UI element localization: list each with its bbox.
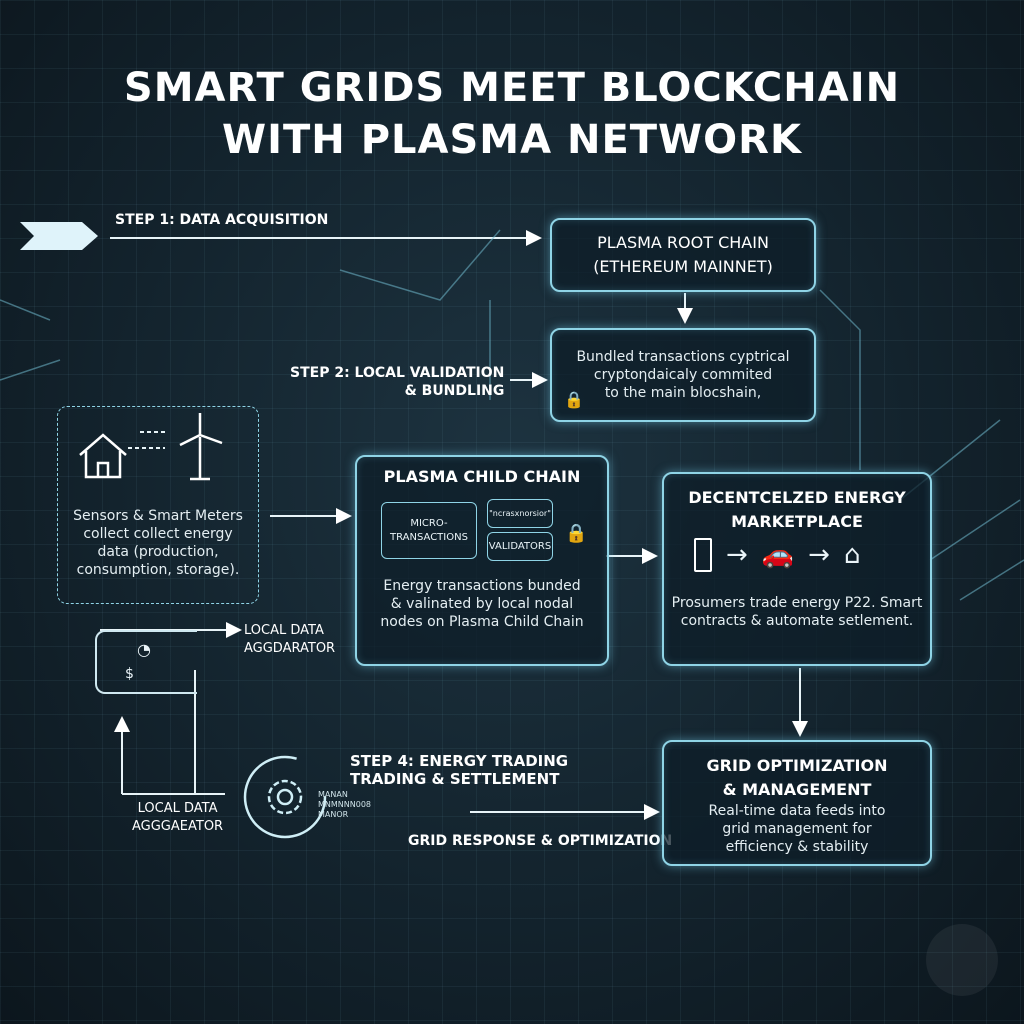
transaction-node: "ncrasxnorsior" — [487, 499, 553, 528]
step-arrow-icon — [20, 222, 98, 250]
step1-label: STEP 1: DATA ACQUISITION — [115, 212, 329, 228]
grid-response-label: GRID RESPONSE & OPTIMIZATION — [408, 833, 673, 849]
marketplace-title: DECENTCELZED ENERGY MARKETPLACE — [688, 488, 906, 531]
step2-label: STEP 2: LOCAL VALIDATION & BUNDLING — [290, 365, 505, 399]
step4-label: STEP 4: ENERGY TRADING TRADING & SETTLEM… — [350, 752, 569, 788]
wind-turbine-icon — [179, 413, 223, 481]
arrow-icon: → — [808, 540, 830, 570]
grid-optimization-box: GRID OPTIMIZATION & MANAGEMENT Real-time… — [662, 740, 932, 866]
battery-icon — [694, 538, 712, 572]
child-chain-text: Energy transactions bunded & valinated b… — [380, 578, 584, 630]
marketplace-text: Prosumers trade energy P22. Smart contra… — [671, 595, 923, 629]
micro-transactions-node: MICRO- TRANSACTIONS — [381, 502, 477, 559]
root-chain-title: PLASMA ROOT CHAIN (ETHEREUM MAINNET) — [593, 233, 773, 276]
commit-box: 🔒 Bundled transactions cyptrical cryptoη… — [550, 328, 816, 422]
gear-cycle-icon — [243, 755, 327, 839]
meter-icon: ◔ — [137, 640, 151, 659]
car-icon: 🚗 — [761, 540, 795, 570]
house-icon — [79, 433, 127, 479]
child-chain-box: PLASMA CHILD CHAIN MICRO- TRANSACTIONS "… — [355, 455, 609, 666]
sensors-box: Sensors & Smart Meters collect collect e… — [57, 406, 259, 604]
validators-node: VALIDATORS — [487, 532, 553, 561]
gear-caption: MANAN MNMNNN008 MANOR — [318, 790, 372, 819]
child-chain-title: PLASMA CHILD CHAIN — [383, 467, 581, 486]
marketplace-box: DECENTCELZED ENERGY MARKETPLACE → 🚗 → ⌂ … — [662, 472, 932, 666]
lock-icon: 🔒 — [564, 390, 584, 409]
house-icon: ⌂ — [843, 540, 861, 570]
aggregator-bottom-label: LOCAL DATA AGGGAEATOR — [132, 801, 224, 834]
aggregator-top-label: LOCAL DATA AGGDARATOR — [244, 623, 336, 656]
lock-icon: 🔒 — [565, 523, 588, 544]
aggregator-panel: ◔ $ — [95, 630, 197, 694]
dollar-icon: $ — [125, 666, 134, 682]
grid-optimization-text: Real-time data feeds into grid managemen… — [708, 803, 886, 855]
root-chain-box: PLASMA ROOT CHAIN (ETHEREUM MAINNET) — [550, 218, 816, 292]
sensors-text: Sensors & Smart Meters collect collect e… — [73, 508, 243, 578]
grid-optimization-title: GRID OPTIMIZATION & MANAGEMENT — [706, 756, 888, 799]
arrow-icon: → — [726, 540, 748, 570]
commit-text: Bundled transactions cyptrical cryptoηda… — [576, 349, 790, 401]
